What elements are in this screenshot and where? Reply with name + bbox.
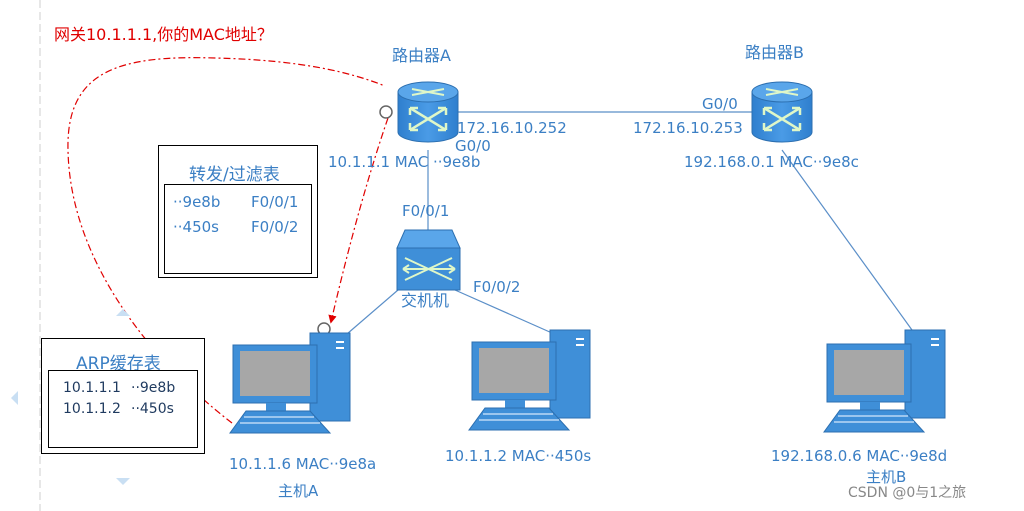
forward-row-2-mac: ··450s	[173, 218, 219, 236]
router-a-icon	[397, 81, 459, 143]
arp-reply-arrow	[328, 117, 389, 324]
switch-name: 交机机	[401, 291, 450, 310]
router-a-name: 路由器A	[392, 46, 451, 65]
switch-icon	[396, 229, 461, 291]
host-2-info: 10.1.1.2 MAC··450s	[445, 447, 592, 465]
arp-row-1-mac: ··9e8b	[131, 380, 176, 396]
router-a-lan-port: G0/0	[455, 137, 491, 155]
arp-row-1-ip: 10.1.1.1	[63, 380, 121, 396]
host-b-name: 主机B	[866, 468, 907, 486]
handle-arrow-down-icon	[116, 478, 130, 485]
forward-row-1-mac: ··9e8b	[173, 193, 221, 211]
forward-table-body: ··9e8b F0/0/1 ··450s F0/0/2	[164, 184, 312, 274]
host-a-name: 主机A	[278, 482, 319, 500]
host-b-info: 192.168.0.6 MAC··9e8d	[771, 447, 948, 465]
handle-arrow-left-icon	[11, 391, 18, 405]
link-switch-hostA	[339, 289, 399, 341]
forward-row-2-port: F0/0/2	[251, 218, 299, 236]
connector-dot-top	[379, 105, 393, 119]
router-b-name: 路由器B	[745, 43, 804, 62]
router-b-wan-port: G0/0	[702, 95, 738, 113]
arp-question-text: 网关10.1.1.1,你的MAC地址？	[54, 25, 273, 44]
arp-row-2-mac: ··450s	[131, 401, 174, 417]
host-2-computer-icon	[468, 329, 591, 431]
switch-port-up: F0/0/1	[402, 202, 450, 220]
watermark-text: CSDN @0与1之旅	[848, 485, 967, 501]
arp-row-2-ip: 10.1.1.2	[63, 401, 121, 417]
router-b-icon	[751, 81, 813, 143]
link-routerB-hostB	[781, 149, 913, 331]
arp-request-path	[67, 57, 386, 424]
forward-table-panel: 转发/过滤表 ··9e8b F0/0/1 ··450s F0/0/2	[158, 145, 318, 278]
arp-table-body: 10.1.1.1 ··9e8b 10.1.1.2 ··450s	[48, 370, 198, 448]
switch-port-right: F0/0/2	[473, 278, 521, 296]
forward-table-title: 转发/过滤表	[189, 165, 280, 185]
link-switch-host2	[454, 289, 553, 334]
router-a-wan-ip: 172.16.10.252	[457, 119, 567, 137]
arp-table-title: ARP缓存表	[76, 354, 161, 374]
forward-row-1-port: F0/0/1	[251, 193, 299, 211]
host-b-computer-icon	[823, 329, 946, 433]
router-b-wan-ip: 172.16.10.253	[633, 119, 743, 137]
host-a-computer-icon	[229, 332, 351, 434]
host-a-info: 10.1.1.6 MAC··9e8a	[229, 455, 377, 473]
arp-table-panel: ARP缓存表 10.1.1.1 ··9e8b 10.1.1.2 ··450s	[41, 338, 205, 454]
router-b-lan-info: 192.168.0.1 MAC··9e8c	[684, 153, 859, 171]
router-a-lan-info: 10.1.1.1 MAC ··9e8b	[328, 153, 481, 171]
handle-arrow-up-icon	[116, 309, 130, 316]
